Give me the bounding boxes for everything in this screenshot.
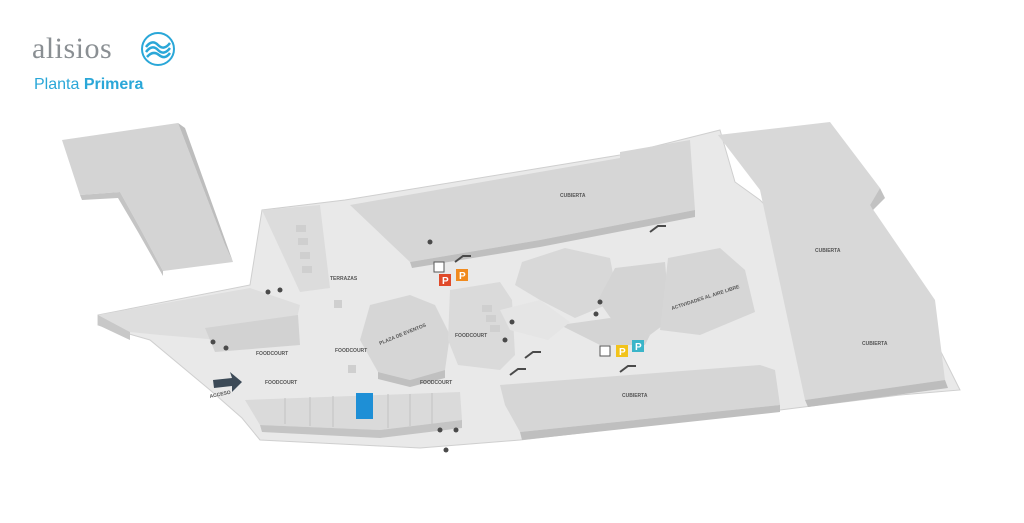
restroom-icon bbox=[427, 239, 433, 245]
parking-marker-p4[interactable]: P bbox=[632, 340, 644, 353]
parking-label-p4: P bbox=[635, 342, 642, 353]
zone-label-cubierta-right-upper: CUBIERTA bbox=[815, 248, 841, 254]
zone-label-foodcourt-e: FOODCOURT bbox=[420, 380, 452, 386]
zone-label-foodcourt-d: FOODCOURT bbox=[265, 380, 297, 386]
escalator-icon bbox=[524, 351, 541, 359]
parking-label-p3: P bbox=[619, 347, 626, 358]
floor-title: Planta Primera bbox=[34, 76, 143, 94]
zone-label-acceso: ACCESO bbox=[209, 390, 231, 400]
parking-marker-p1[interactable]: P bbox=[439, 274, 451, 287]
store-id-markers bbox=[296, 225, 500, 373]
wheelchair-icon bbox=[265, 289, 271, 295]
restroom-icon bbox=[437, 427, 443, 433]
cubierta-top: CUBIERTA bbox=[350, 140, 695, 268]
wheelchair-icon bbox=[223, 345, 229, 351]
restroom-icon bbox=[210, 339, 216, 345]
waves-logo-icon bbox=[141, 32, 175, 66]
plaza-de-eventos: PLAZA DE EVENTOS bbox=[360, 295, 450, 387]
zone-label-terrazas: TERRAZAS bbox=[330, 276, 358, 282]
zone-label-cubierta-top: CUBIERTA bbox=[560, 193, 586, 199]
elevator-icon bbox=[433, 261, 445, 273]
parking-marker-p3[interactable]: P bbox=[616, 345, 628, 358]
cubierta-right: CUBIERTA CUBIERTA bbox=[718, 122, 948, 407]
brand-header: alisios Planta Primera bbox=[32, 28, 232, 98]
escalator-icon bbox=[619, 365, 636, 373]
building-northwest bbox=[62, 123, 233, 276]
south-row bbox=[245, 392, 462, 438]
zone-label-foodcourt-b: FOODCOURT bbox=[335, 348, 367, 354]
floor-title-prefix: Planta bbox=[34, 76, 80, 93]
zone-label-foodcourt-a: FOODCOURT bbox=[256, 351, 288, 357]
floor-title-strong: Primera bbox=[83, 76, 144, 93]
wheelchair-icon bbox=[593, 311, 599, 317]
cubierta-bottom: CUBIERTA bbox=[500, 365, 780, 440]
zone-label-cubierta-right-lower: CUBIERTA bbox=[862, 341, 888, 347]
zone-label-foodcourt-c: FOODCOURT bbox=[455, 333, 487, 339]
wheelchair-icon bbox=[502, 337, 508, 343]
restroom-icon bbox=[277, 287, 283, 293]
escalator-icon bbox=[649, 225, 666, 233]
zone-label-cubierta-bottom: CUBIERTA bbox=[622, 393, 648, 399]
restroom-icon bbox=[443, 447, 449, 453]
escalator-icon bbox=[454, 255, 471, 263]
wheelchair-icon bbox=[453, 427, 459, 433]
restroom-icon bbox=[509, 319, 515, 325]
elevator-icon bbox=[599, 345, 611, 357]
west-wing: TERRAZAS bbox=[98, 205, 358, 352]
parking-marker-p2[interactable]: P bbox=[456, 269, 468, 282]
escalator-icon bbox=[509, 368, 526, 376]
restroom-icon bbox=[597, 299, 603, 305]
access-arrow-icon bbox=[213, 372, 242, 392]
selected-unit[interactable] bbox=[356, 393, 373, 419]
central-stores: ACTIVIDADES AL AIRE LIBRE bbox=[448, 248, 755, 370]
parking-label-p2: P bbox=[459, 271, 466, 282]
brand-name: alisios bbox=[32, 32, 113, 65]
parking-label-p1: P bbox=[442, 276, 449, 287]
